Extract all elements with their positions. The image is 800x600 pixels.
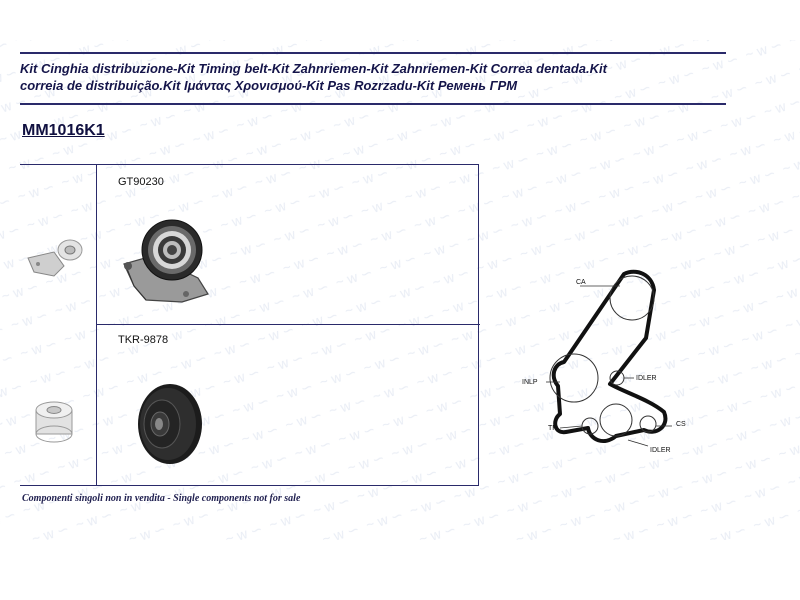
idler-pulley-icon [138, 384, 202, 464]
camshaft-pulley-icon [609, 275, 655, 321]
label-tp: TP [548, 425, 557, 432]
crankshaft-pulley-icon [599, 403, 633, 437]
lower-idler-pulley-icon [639, 415, 657, 433]
kit-title: Kit Cinghia distribuzione-Kit Timing bel… [20, 60, 720, 94]
label-ca: CA [576, 279, 586, 286]
component-ref-1: GT90230 [118, 176, 164, 188]
injection-pump-pulley-icon [549, 353, 599, 403]
label-idler-bottom: IDLER [650, 447, 671, 454]
label-inlp: INLP [522, 379, 538, 386]
components-table [20, 164, 479, 486]
top-rule [20, 52, 726, 54]
footer-note: Componenti singoli non in vendita - Sing… [22, 493, 301, 504]
tensioner-pulley-icon [123, 219, 209, 303]
title-rule [20, 103, 726, 105]
idler-thumb-icon [35, 401, 73, 443]
kit-code: MM1016K1 [22, 122, 105, 139]
kit-title-line1: Kit Cinghia distribuzione-Kit Timing bel… [20, 61, 607, 76]
label-cs: CS [676, 421, 686, 428]
belt-routing-diagram: CA INLP IDLER TP CS IDLER [522, 269, 686, 454]
label-idler-top: IDLER [636, 375, 657, 382]
table-divider-horizontal [96, 324, 480, 325]
tensioner-thumb-icon [27, 239, 83, 277]
kit-title-line2: correia de distribuição.Kit Ιμάντας Χρον… [20, 78, 518, 93]
component-ref-2: TKR-9878 [118, 334, 169, 346]
